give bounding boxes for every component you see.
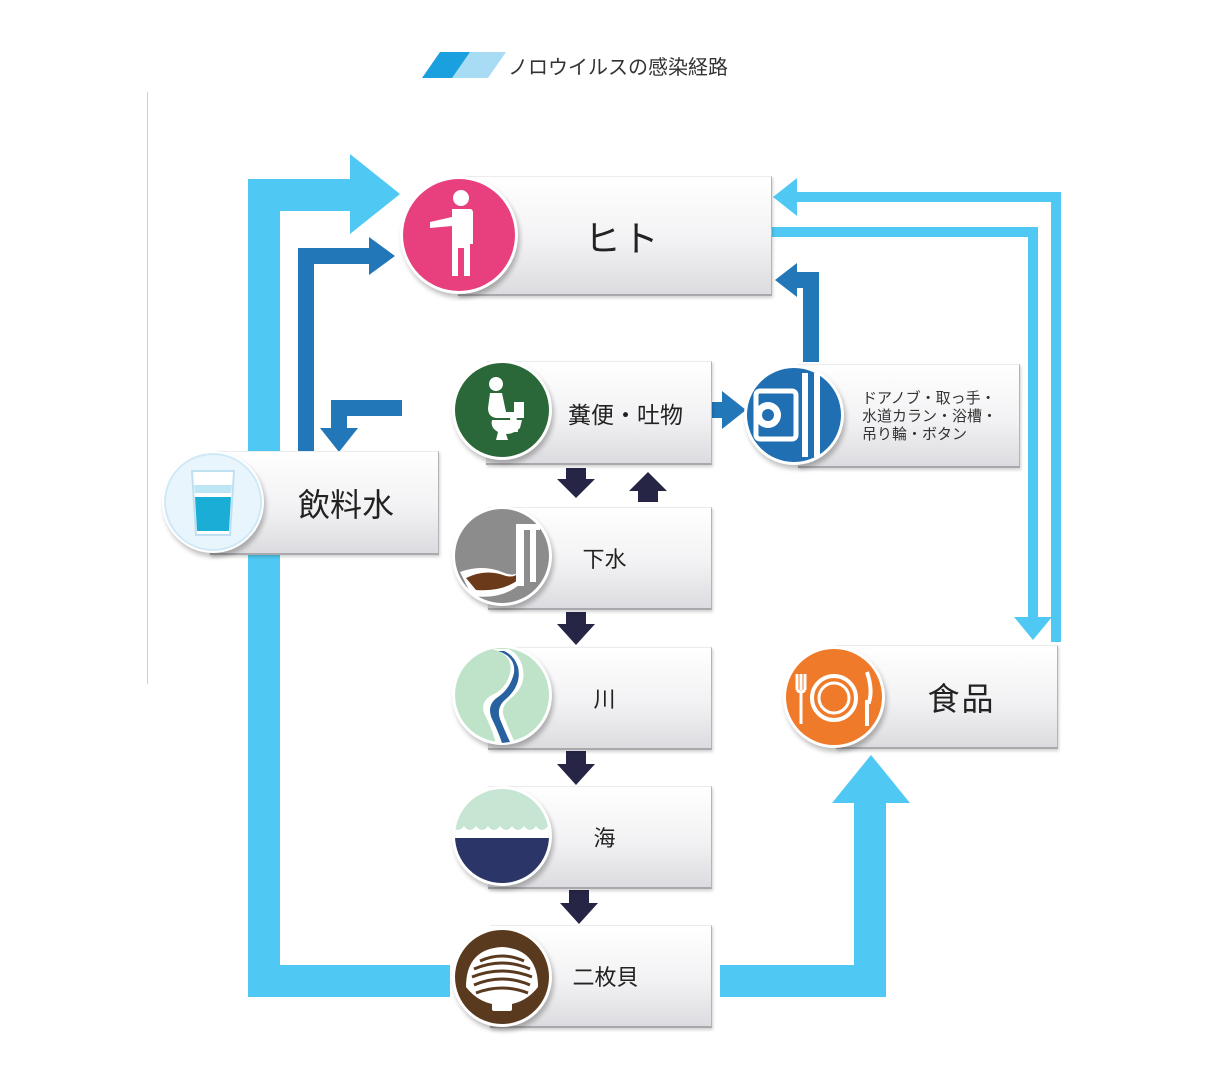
diagram-title-text: ノロウイルスの感染経路 [508,54,728,79]
arrow-water-to-person [298,248,372,452]
arrow-door-to-person [796,272,819,362]
node-water-label: 飲料水 [297,485,394,524]
arrow-clam-to-food-head [832,755,910,803]
door-handle-icon [747,368,841,462]
node-sewer-label: 下水 [582,548,627,573]
arrow-person-to-food-head [1014,617,1052,640]
node-door-box: ドアノブ・取っ手・ 水道カラン・浴槽・ 吊り輪・ボタン [798,364,1020,468]
water-glass-icon [164,453,262,551]
title-stripes-icon [422,52,506,78]
arrow-food-to-person-head [773,178,797,216]
arrow-clam-to-person [248,179,450,997]
node-clam-label: 二枚貝 [572,966,639,991]
node-food-label: 食品 [927,679,996,718]
sewer-icon [455,509,549,603]
node-food-icon-wrap [783,646,885,748]
node-feces-icon-wrap [452,360,552,460]
node-sea-icon-wrap [452,786,552,886]
arrow-person-to-food [772,227,1038,620]
node-person-label: ヒト [584,218,661,260]
arrow-sewer-to-river [557,612,595,645]
node-river-icon-wrap [452,645,552,745]
arrow-door-to-person-head [775,263,797,297]
arrow-sea-to-clam [560,890,598,924]
clam-icon [455,930,549,1024]
arrow-clam-to-food [720,800,886,997]
node-door-icon-wrap [744,365,844,465]
arrow-clam-to-person-head [350,154,400,234]
node-person-icon-wrap [400,176,518,294]
left-divider-line [147,92,148,684]
sea-icon [455,789,549,883]
arrow-water-to-person-head [369,237,395,275]
node-sea-label: 海 [593,827,616,852]
arrow-feces-to-sewer [557,468,595,498]
node-feces-label: 糞便・吐物 [568,402,683,429]
diagram-title: ノロウイルスの感染経路 [422,50,728,80]
arrow-food-to-person [796,192,1061,642]
node-water-icon-wrap [162,451,264,553]
food-plate-icon [786,649,882,745]
river-icon [455,648,549,743]
toilet-icon [455,363,549,457]
node-door-label: ドアノブ・取っ手・ 水道カラン・浴槽・ 吊り輪・ボタン [862,389,997,443]
arrow-river-to-sea [557,751,595,785]
node-door-line-2: 水道カラン・浴槽・ [862,406,998,425]
node-river-label: 川 [593,688,616,713]
node-sewer-icon-wrap [452,506,552,606]
arrow-sewer-to-feces [629,472,667,502]
arrow-feces-to-door-head [722,391,746,429]
person-icon [403,179,515,291]
node-clam-icon-wrap [452,927,552,1027]
node-door-line-3: 吊り輪・ボタン [862,424,968,443]
arrow-feces-to-water-head [320,428,358,452]
arrow-feces-to-water [331,400,402,430]
node-door-line-1: ドアノブ・取っ手・ [862,388,996,407]
